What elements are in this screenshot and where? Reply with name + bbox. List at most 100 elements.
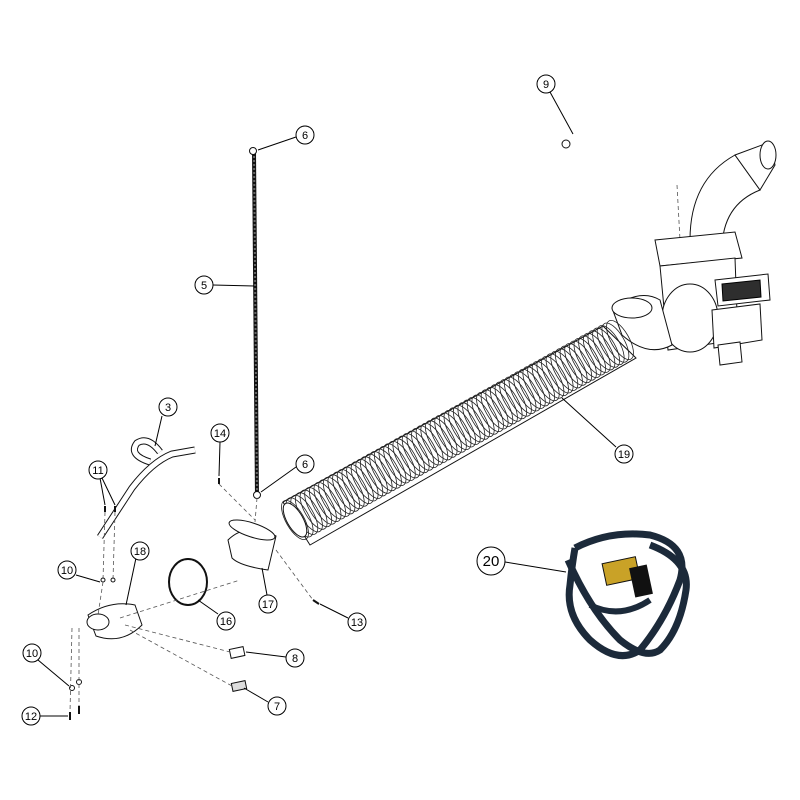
part-19-flex-hose [281, 320, 637, 546]
hardware-bolts [69, 478, 320, 720]
hose-rib [281, 500, 309, 540]
part-17-coupler [227, 519, 277, 571]
hose-rib [494, 381, 523, 422]
hose-rib [346, 464, 374, 504]
hose-rib [508, 374, 537, 414]
hose-rib [364, 453, 393, 494]
hose-rib [374, 448, 402, 489]
hose-rib [378, 446, 407, 486]
blower-unit [611, 140, 777, 366]
hose-rib [448, 407, 476, 448]
callout-17: 17 [262, 599, 274, 611]
part-6-eyelet-bottom [253, 491, 261, 499]
callout-3: 3 [165, 402, 171, 414]
hose-rib [415, 425, 444, 466]
callout-12: 12 [25, 711, 37, 723]
hose-rib [411, 428, 439, 468]
part-18-nozzle [86, 603, 143, 640]
part-9-mounting-rod [561, 112, 681, 241]
callout-13: 13 [351, 617, 363, 629]
hose-rib [559, 345, 588, 386]
callout-9: 9 [543, 79, 549, 91]
hose-rib [606, 320, 634, 360]
hose-rib [304, 487, 333, 528]
callout-11: 11 [92, 465, 103, 477]
hose-rib [490, 384, 518, 425]
callout-16: 16 [220, 616, 232, 628]
hose-rib [578, 335, 606, 376]
hose-rib [564, 343, 593, 384]
hose-rib [336, 469, 365, 510]
hose-rib [397, 435, 425, 476]
part-5-support-rod [252, 151, 259, 499]
hose-rib [369, 451, 398, 492]
hose-rib [545, 353, 574, 394]
hose-rib [457, 402, 486, 443]
callout-5: 5 [201, 280, 207, 292]
hose-rib [327, 474, 356, 515]
part-3-handle [97, 437, 196, 539]
hose-rib [452, 404, 481, 445]
hose-rib [401, 433, 430, 474]
hose-rib [387, 440, 416, 481]
hose-rib [420, 422, 449, 463]
callout-18: 18 [134, 546, 146, 558]
hose-rib [425, 420, 453, 461]
hose-rib [550, 350, 579, 391]
hose-rib [541, 356, 569, 396]
hose-rib [573, 338, 602, 378]
hose-rib [601, 322, 630, 363]
hose-rib [313, 482, 342, 522]
hose-rib [536, 358, 565, 399]
hose-rib [582, 332, 611, 373]
hose-rib [596, 325, 625, 366]
hose-rib [462, 399, 490, 440]
callout-19: 19 [618, 449, 630, 461]
hose-opening [282, 502, 308, 538]
part-16-clamp-ring [168, 558, 208, 606]
hose-rib [383, 443, 411, 484]
hose-rib [355, 458, 384, 499]
hose-rib [480, 389, 509, 430]
hose-rib [309, 484, 337, 525]
hose-rib [587, 330, 616, 371]
hose-rib [434, 415, 463, 456]
hose-rib [513, 371, 541, 412]
hose-rib [439, 412, 467, 453]
hose-rib [332, 471, 360, 512]
hose-rib [322, 476, 351, 517]
hose-rib [569, 340, 597, 381]
part-6-eyelet-top [249, 147, 257, 155]
callout-10-top: 10 [61, 565, 73, 577]
callout-8: 8 [292, 653, 298, 665]
hose-rib [499, 379, 528, 420]
hose-rib [522, 366, 551, 407]
hose-rib [592, 327, 620, 368]
callout-7: 7 [274, 701, 280, 713]
part-20-ratchet-strap [564, 530, 690, 660]
hose-rib [476, 392, 504, 432]
hose-rib [360, 456, 388, 497]
assembly-guides [69, 483, 314, 713]
hose-rib [299, 489, 328, 530]
hose-rib [555, 348, 583, 389]
hose-rib [406, 430, 435, 471]
callout-14: 14 [214, 428, 226, 440]
hose-rib [527, 363, 555, 404]
hose-rib [517, 368, 546, 409]
hose-rib [504, 376, 532, 417]
callout-6-top: 6 [302, 130, 308, 142]
hose-rib [466, 397, 495, 438]
part-7-decal [230, 680, 248, 692]
hose-rib [392, 438, 421, 479]
hose-rib [471, 394, 500, 435]
callout-10-bottom: 10 [26, 648, 38, 660]
hose-rib [429, 417, 458, 458]
part-8-decal [228, 646, 246, 659]
hose-rib [531, 361, 560, 402]
callout-6-bottom: 6 [302, 459, 308, 471]
hose-rib [350, 461, 379, 502]
hose-rib [443, 410, 472, 450]
hose-rib [318, 479, 346, 520]
